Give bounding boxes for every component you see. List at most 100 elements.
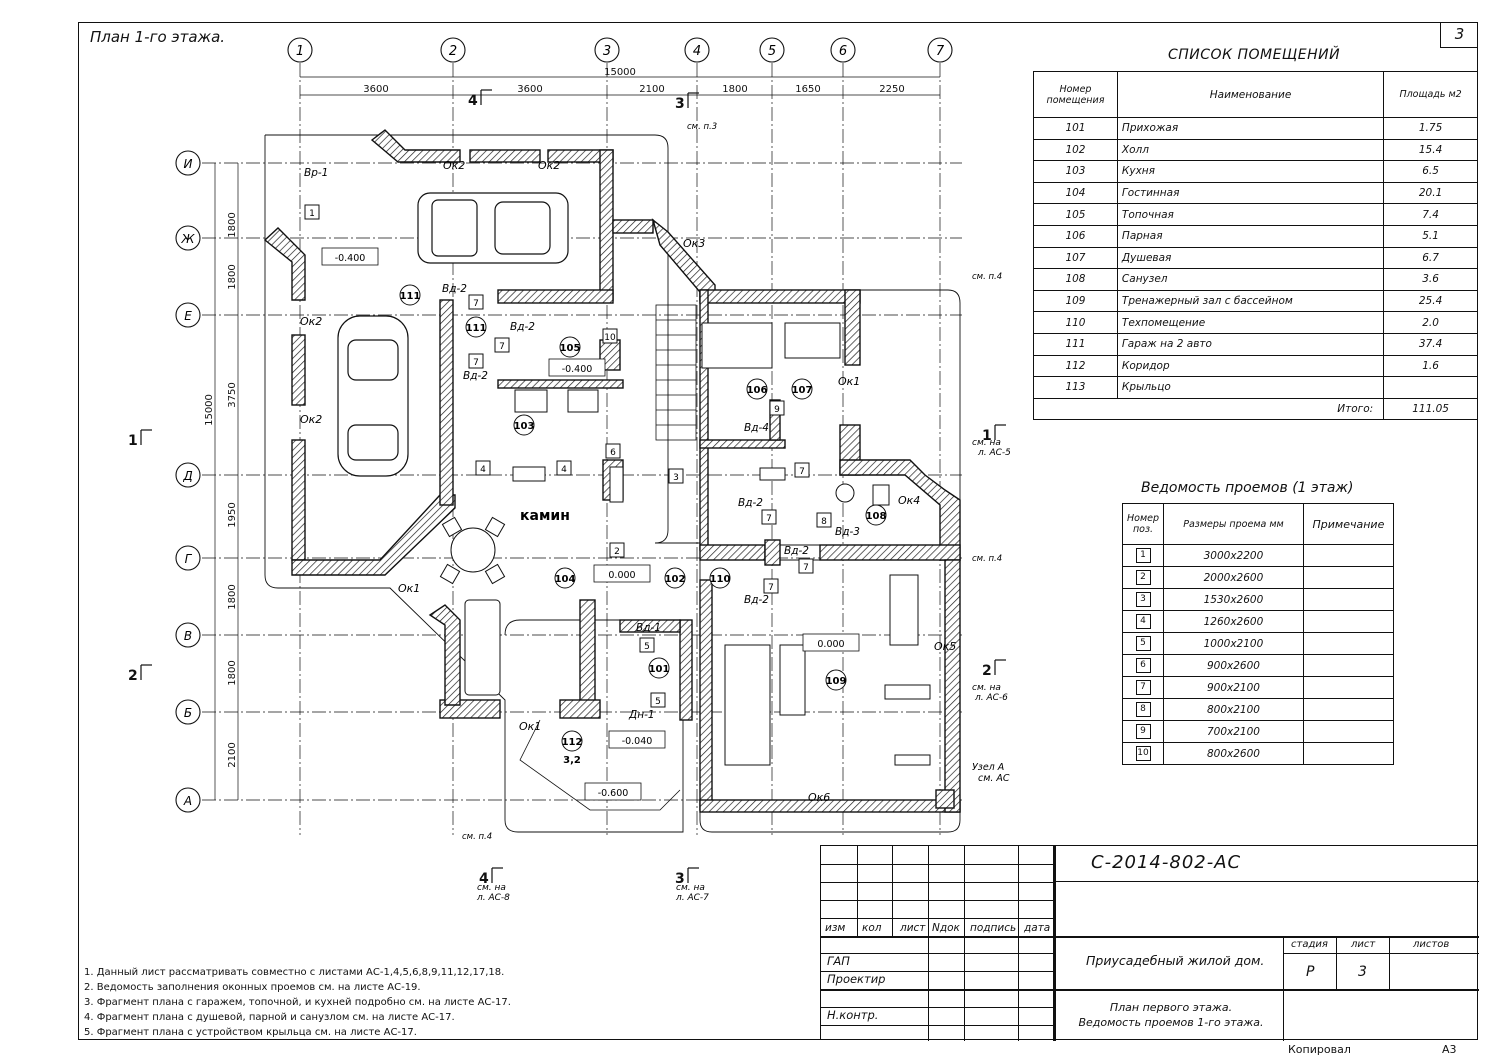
door-label: Вр-1 (304, 167, 328, 179)
opening-number: 1 (1122, 544, 1164, 567)
room-circle (791, 378, 813, 400)
opening-mark (556, 460, 572, 476)
room-area: 1.75 (1383, 117, 1478, 140)
room-number-label: 106 (747, 385, 768, 396)
door-label: Вд-1 (636, 622, 661, 634)
door-label: Вд-2 (784, 545, 809, 557)
opening-note (1302, 610, 1395, 633)
section-mark: 1 (128, 433, 138, 449)
room-name: Топочная (1116, 203, 1385, 226)
opening-number: 2 (1122, 566, 1164, 589)
room-number: 112 (1033, 354, 1118, 378)
sheet-number-box: 3 (1440, 22, 1478, 48)
room-number: 113 (1033, 376, 1118, 399)
drawing-code: С-2014-802-АС (1091, 852, 1242, 873)
opening-mark-number: 7 (473, 358, 479, 368)
opening-size: 1260x2600 (1163, 610, 1304, 633)
room-circle (825, 669, 847, 691)
dim-left: 1800 (227, 264, 238, 289)
room-name: Кухня (1116, 160, 1385, 183)
room-number-label: 110 (710, 574, 731, 585)
room-area: 25.4 (1383, 289, 1478, 313)
opening-mark-number: 7 (768, 583, 774, 593)
window-label: Ок2 (300, 315, 322, 328)
dim-top: 1800 (722, 84, 747, 95)
section-mark: 3 (675, 96, 685, 112)
opening-note (1302, 676, 1395, 699)
door-label: Вд-2 (744, 594, 769, 606)
section-ref: л. АС-6 (974, 693, 1008, 703)
room-number-label: 108 (866, 511, 887, 522)
axis-label: Е (184, 309, 192, 323)
section-mark: 2 (982, 663, 992, 679)
opening-mark (798, 558, 814, 574)
opening-mark-number: 7 (799, 467, 805, 477)
room-circle (561, 730, 583, 752)
opening-number-box: 2 (1135, 570, 1151, 585)
opening-note (1302, 588, 1395, 611)
section-ref: см. на (972, 683, 1001, 693)
elevation-value: -0.400 (562, 364, 593, 375)
opening-mark-number: 4 (480, 465, 486, 475)
axis-bubble (759, 37, 785, 63)
drawing-frame (78, 22, 1478, 1040)
opening-mark-number: 7 (803, 563, 809, 573)
dim-top: 3600 (517, 84, 542, 95)
axis-label: Ж (181, 232, 196, 246)
note-line: 4. Фрагмент плана с душевой, парной и са… (84, 1012, 455, 1023)
room-area: 5.1 (1383, 224, 1478, 248)
opening-mark-number: 7 (499, 342, 505, 352)
room-area (1383, 376, 1478, 399)
opening-mark (761, 509, 777, 525)
room-number-label: 109 (826, 676, 847, 687)
window-label: Ок1 (838, 375, 860, 388)
opening-mark (816, 512, 832, 528)
room-name: Душевая (1116, 246, 1385, 270)
door-label: Вд-2 (463, 370, 488, 382)
room-circle (746, 378, 768, 400)
window-label: Ок1 (398, 582, 420, 595)
opening-mark-number: 6 (610, 448, 616, 458)
room-circle (513, 414, 535, 436)
opening-mark-number: 4 (561, 465, 567, 475)
room-circle (664, 567, 686, 589)
opening-note (1302, 566, 1395, 589)
opening-size: 800x2600 (1163, 742, 1304, 765)
window-label: Ок2 (538, 159, 560, 172)
opening-mark (475, 460, 491, 476)
axis-bubble (175, 225, 201, 251)
dim-left: 1800 (227, 660, 238, 685)
rooms-total-label: Итого: (1032, 397, 1385, 421)
room-area: 20.1 (1383, 181, 1478, 205)
footer-copied: Копировал (1288, 1043, 1351, 1056)
window-label: Ок2 (443, 159, 465, 172)
sheet-value: 3 (1358, 964, 1367, 980)
opening-note (1302, 654, 1395, 677)
stamp-col-list: лист (900, 922, 926, 934)
opening-mark-number: 1 (309, 209, 315, 219)
rooms-list-title: СПИСОК ПОМЕЩЕНИЙ (1168, 47, 1341, 63)
opening-size: 1530x2600 (1163, 588, 1304, 611)
room-number-label: 104 (555, 574, 576, 585)
room-area: 37.4 (1383, 332, 1478, 356)
door-label: Вд-2 (510, 321, 535, 333)
room-circle (648, 657, 670, 679)
axis-bubble (175, 462, 201, 488)
door-label: Вд-3 (835, 526, 860, 538)
room-area: 2.0 (1383, 311, 1478, 334)
node-ref: см. АС-18 (978, 773, 1010, 784)
openings-header-size: Размеры проема мм (1163, 503, 1304, 545)
elevation-box (548, 358, 606, 377)
stage-value: Р (1306, 964, 1315, 980)
role-norm-control: Н.контр. (827, 1008, 879, 1022)
node-ref: Узел А (972, 762, 1004, 773)
axis-label: 7 (936, 44, 945, 59)
room-area: 15.4 (1383, 138, 1478, 162)
